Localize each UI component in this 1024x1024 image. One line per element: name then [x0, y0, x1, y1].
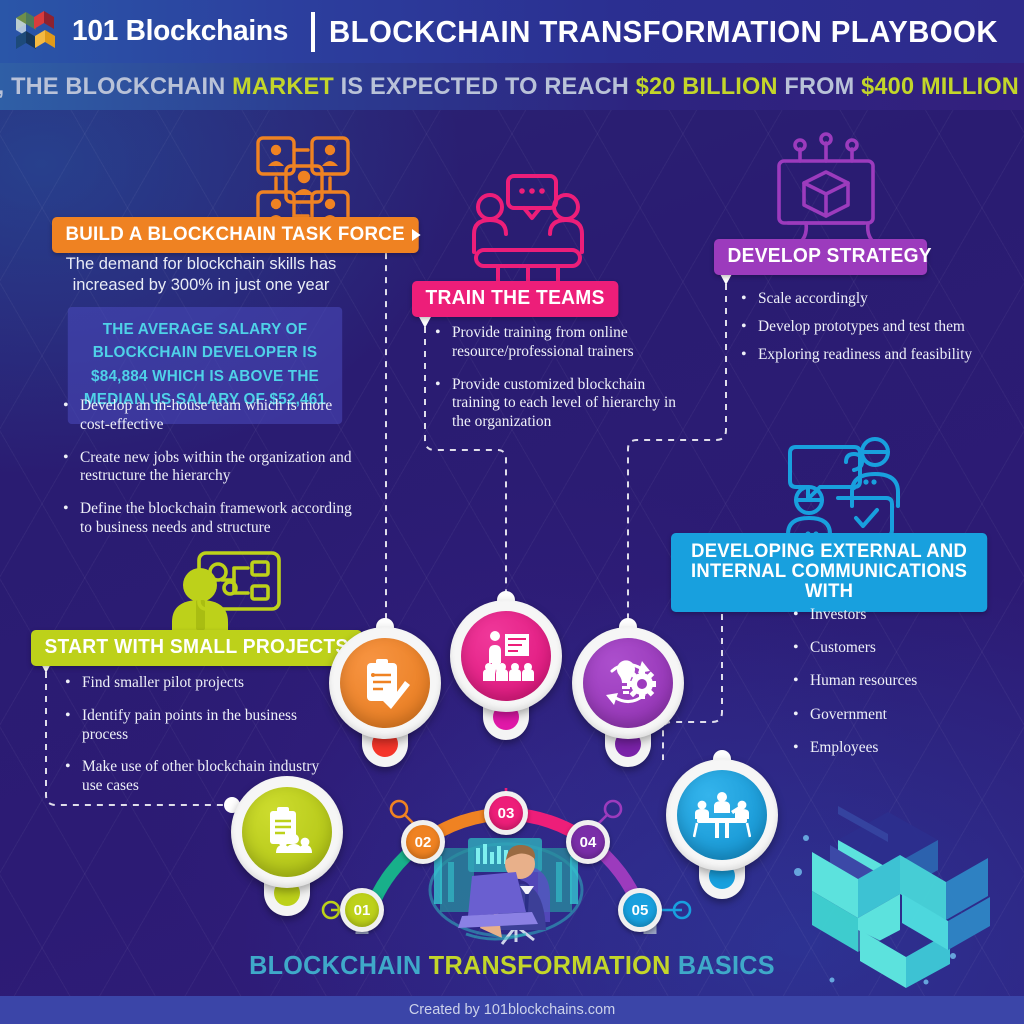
list-item: Exploring readiness and feasibility [738, 345, 1008, 365]
pin-icon-04 [583, 638, 673, 728]
section-develop-strategy: DEVELOP STRATEGY [714, 239, 936, 276]
subtitle-segment: IN 2017 [1019, 73, 1024, 100]
subtitle-bar: IN 2024, THE BLOCKCHAIN MARKET IS EXPECT… [0, 63, 1024, 110]
list-item: Find smaller pilot projects [62, 673, 342, 693]
brand-logo-icon [16, 10, 55, 49]
subtitle-segment: FROM [777, 72, 862, 100]
footer-credit: Created by 101blockchains.com [408, 1002, 616, 1018]
footer-bar: Created by 101blockchains.com [0, 996, 1024, 1024]
section-title-train-teams[interactable]: TRAIN THE TEAMS [412, 281, 619, 318]
step-number: 01 [345, 893, 379, 927]
clipboard-team-icon [270, 807, 312, 853]
header-divider [310, 11, 315, 52]
section-title-task-force[interactable]: BUILD A BLOCKCHAIN TASK FORCE [52, 217, 421, 253]
pin-icon-05 [677, 770, 767, 860]
list-item: Employees [790, 738, 1010, 758]
clipboard-check-icon [367, 659, 410, 709]
pin-icon-02 [340, 638, 430, 728]
lightbulb-gear-icon [606, 660, 656, 705]
section-title-develop-strategy[interactable]: DEVELOP STRATEGY [714, 239, 932, 276]
train-teams-bullets: Provide training from online resource/pr… [432, 323, 682, 446]
list-item: Provide customized blockchain training t… [432, 375, 682, 432]
step-badge-03[interactable]: 03 [484, 791, 528, 835]
develop-strategy-bullets: Scale accordingly Develop prototypes and… [738, 289, 1008, 373]
subtitle-highlight: $20 BILLION [636, 72, 778, 100]
caption-part-1: BLOCKCHAIN [249, 950, 429, 980]
section-title-communications[interactable]: DEVELOPING EXTERNAL AND INTERNAL COMMUNI… [671, 533, 988, 613]
header-bar: 101 Blockchains BLOCKCHAIN TRANSFORMATIO… [0, 0, 1024, 63]
list-item: Human resources [790, 671, 1010, 691]
list-item: Investors [790, 605, 1010, 625]
caption-part-2: TRANSFORMATION [428, 950, 678, 980]
list-item: Define the blockchain framework accordin… [60, 499, 360, 538]
section-train-teams: TRAIN THE TEAMS [412, 281, 627, 318]
step-badge-04[interactable]: 04 [566, 820, 610, 864]
list-item: Create new jobs within the organization … [60, 448, 360, 487]
presentation-training-icon [483, 631, 534, 681]
list-item: Provide training from online resource/pr… [432, 323, 682, 362]
page-title: BLOCKCHAIN TRANSFORMATION PLAYBOOK [328, 13, 998, 49]
section-task-force: BUILD A BLOCKCHAIN TASK FORCE [52, 217, 421, 253]
brand-name: 101 Blockchains [72, 15, 289, 47]
task-force-lede: The demand for blockchain skills has inc… [65, 255, 337, 294]
list-item: Develop an in-house team which is more c… [60, 396, 360, 435]
list-item: Scale accordingly [738, 289, 1008, 309]
communications-bullets: Investors Customers Human resources Gove… [790, 605, 1010, 770]
step-number: 03 [489, 796, 523, 830]
step-badge-05[interactable]: 05 [618, 888, 662, 932]
meeting-table-icon [693, 792, 751, 838]
task-force-bullets: Develop an in-house team which is more c… [60, 396, 360, 552]
subtitle-segment: IS EXPECTED TO REACH [334, 72, 637, 100]
step-number: 05 [623, 893, 657, 927]
list-item: Identify pain points in the business pro… [62, 706, 342, 745]
list-item: Develop prototypes and test them [738, 317, 1008, 337]
step-number: 02 [406, 825, 440, 859]
step-number: 04 [571, 825, 605, 859]
small-projects-bullets: Find smaller pilot projects Identify pai… [62, 673, 342, 810]
section-title-small-projects[interactable]: START WITH SMALL PROJECTS [31, 630, 362, 667]
section-small-projects: START WITH SMALL PROJECTS [31, 630, 376, 667]
workstation-illustration [428, 838, 584, 945]
pin-icon-01 [242, 787, 332, 877]
subtitle-text: IN 2024, THE BLOCKCHAIN MARKET IS EXPECT… [0, 73, 1024, 101]
section-communications: DEVELOPING EXTERNAL AND INTERNAL COMMUNI… [671, 533, 997, 613]
chip-arrow-icon [411, 228, 421, 241]
list-item: Government [790, 705, 1010, 725]
subtitle-highlight: $400 MILLION [861, 72, 1020, 100]
list-item: Make use of other blockchain industry us… [62, 757, 342, 796]
subtitle-highlight: MARKET [232, 72, 335, 100]
step-badge-01[interactable]: 01 [340, 888, 384, 932]
bottom-caption: BLOCKCHAIN TRANSFORMATION BASICS [15, 950, 1008, 981]
list-item: Customers [790, 638, 1010, 658]
pin-icon-03 [461, 611, 551, 701]
step-badge-02[interactable]: 02 [401, 820, 445, 864]
subtitle-segment: IN 2024, THE BLOCKCHAIN [0, 72, 226, 100]
caption-part-3: BASICS [677, 950, 775, 980]
